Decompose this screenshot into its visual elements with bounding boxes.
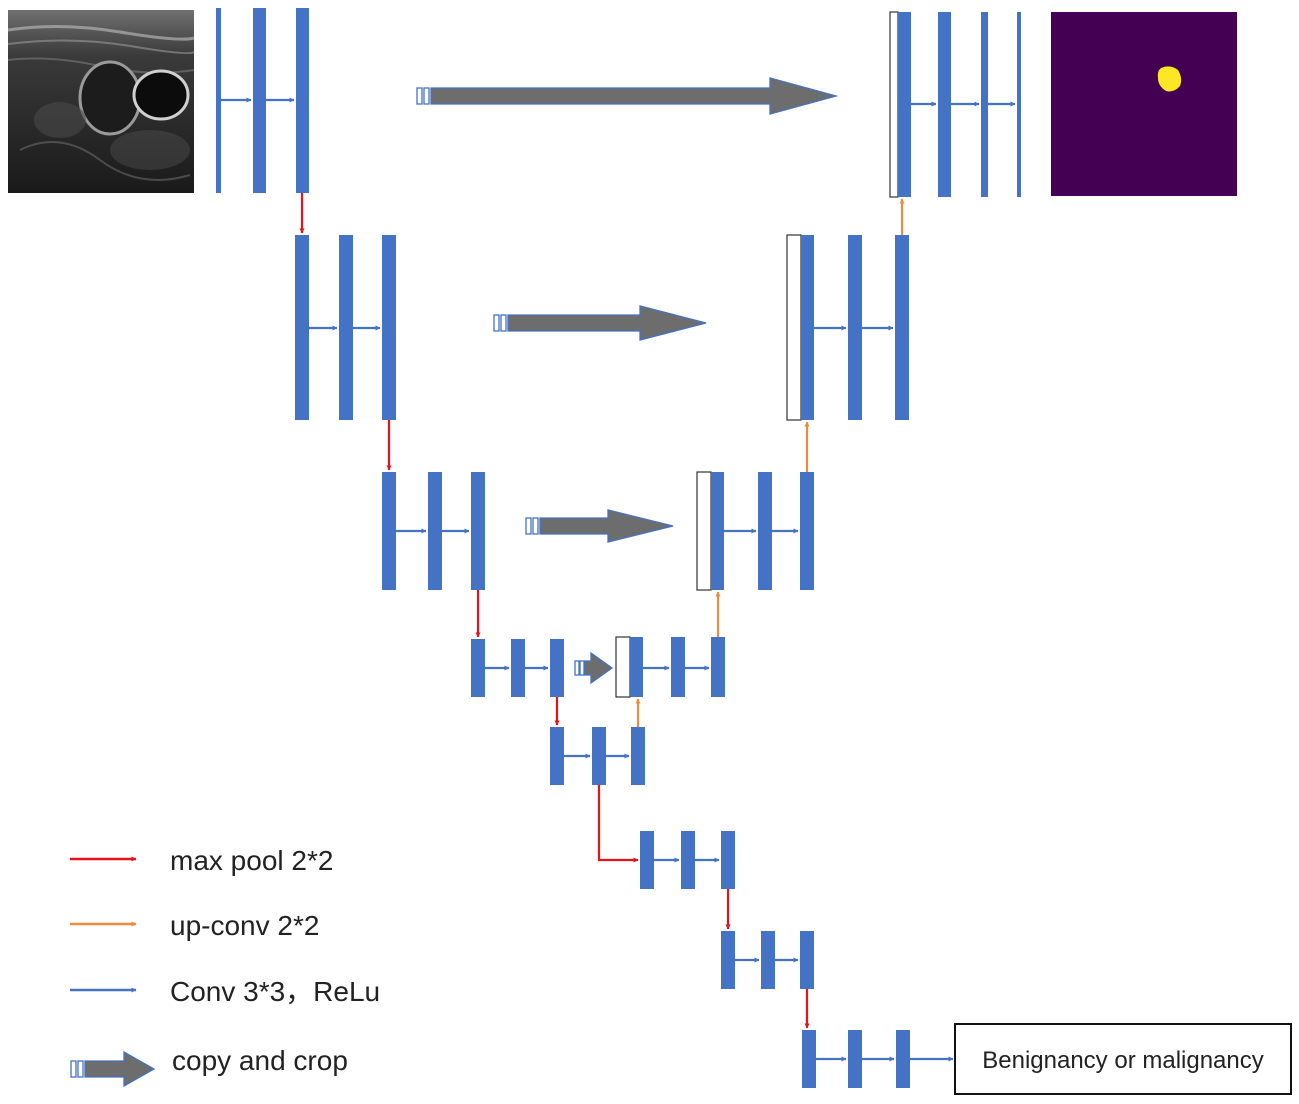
feature-map-bar (848, 235, 862, 420)
legend-label: Conv 3*3，ReLu (170, 976, 380, 1007)
feature-map-bar (1017, 12, 1021, 197)
feature-map-bar (981, 12, 988, 197)
feature-map-bar (898, 12, 911, 197)
feature-map-bar (550, 727, 564, 785)
legend-item-conv: Conv 3*3，ReLu (70, 976, 380, 1007)
classifier-block-3 (802, 1030, 910, 1088)
feature-map-bar (592, 727, 606, 785)
encoder-level-2 (295, 235, 396, 420)
feature-map-bar (758, 472, 772, 590)
gray-block-arrow-icon (70, 1050, 156, 1088)
up-conv-arrows (635, 198, 905, 727)
decoder-level-3 (696, 471, 814, 591)
legend-label: max pool 2*2 (170, 845, 333, 876)
feature-map-bar (896, 1030, 910, 1088)
feature-map-bar (800, 931, 814, 989)
feature-map-bar (471, 639, 485, 697)
feature-map-bar (216, 8, 221, 193)
feature-map-bar (711, 472, 724, 590)
max-pool-arrow (597, 785, 639, 863)
classifier-block-1 (640, 831, 735, 889)
feature-map-bar (631, 727, 645, 785)
input-ultrasound-image (7, 10, 195, 193)
feature-map-bar (721, 831, 735, 889)
feature-map-bar (640, 831, 654, 889)
legend-item-max-pool: max pool 2*2 (70, 845, 333, 876)
feature-map-bar (802, 1030, 816, 1088)
feature-map-bar (761, 931, 775, 989)
copied-feature-map (696, 471, 712, 591)
bottleneck (550, 727, 645, 785)
copied-feature-map (615, 636, 631, 698)
feature-map-bar (550, 639, 564, 697)
decoder-level-1 (889, 11, 1021, 198)
legend: max pool 2*2 up-conv 2*2 Conv 3*3，ReLu c… (70, 845, 380, 1088)
feature-map-bar (382, 472, 396, 590)
feature-map-bar (895, 235, 909, 420)
copy-crop-arrow (493, 305, 707, 341)
decoder-level-2 (786, 234, 909, 421)
feature-maps (216, 8, 1021, 1088)
copied-feature-map (786, 234, 802, 421)
feature-map-bar (339, 235, 353, 420)
feature-map-bar (800, 472, 814, 590)
legend-item-up-conv: up-conv 2*2 (70, 910, 319, 941)
output-segmentation-mask (1051, 12, 1237, 196)
feature-map-bar (711, 637, 725, 697)
feature-map-bar (511, 639, 525, 697)
feature-map-bar (296, 8, 309, 193)
feature-map-bar (471, 472, 485, 590)
decoder-level-4 (615, 636, 725, 698)
encoder-level-1 (216, 8, 309, 193)
feature-map-bar (721, 931, 735, 989)
legend-label: copy and crop (172, 1045, 348, 1076)
conv-arrows (221, 97, 1016, 1062)
feature-map-bar (801, 235, 814, 420)
legend-item-copy-crop: copy and crop (70, 1045, 348, 1088)
copy-crop-arrow (416, 77, 839, 115)
feature-map-bar (428, 472, 442, 590)
copy-crop-arrow (574, 651, 614, 685)
feature-map-bar (253, 8, 266, 193)
copy-crop-arrow (525, 509, 674, 543)
encoder-level-3 (382, 472, 485, 590)
feature-map-bar (295, 235, 309, 420)
copied-feature-map (889, 11, 899, 198)
classification-output-box: Benignancy or malignancy (954, 1023, 1292, 1095)
encoder-level-4 (471, 639, 564, 697)
legend-label: up-conv 2*2 (170, 910, 319, 941)
feature-map-bar (938, 12, 951, 197)
feature-map-bar (681, 831, 695, 889)
feature-map-bar (671, 637, 685, 697)
feature-map-bar (848, 1030, 862, 1088)
feature-map-bar (382, 235, 396, 420)
feature-map-bar (630, 637, 643, 697)
classification-output-label: Benignancy or malignancy (982, 1047, 1264, 1074)
copy-crop-arrows (416, 77, 839, 685)
max-pool-arrows (299, 193, 810, 1029)
classifier-block-2 (721, 931, 814, 989)
